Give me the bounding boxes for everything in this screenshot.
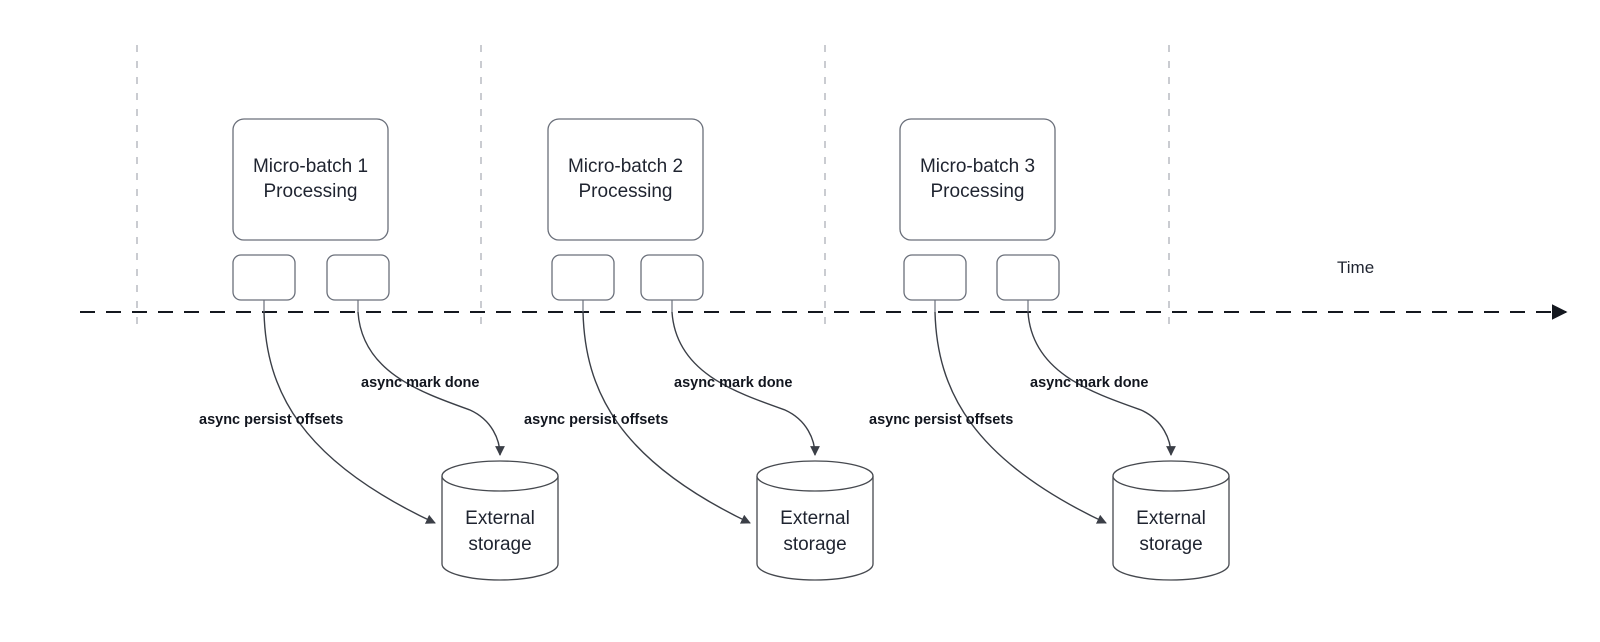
micro-batch-2-mark-done-label: async mark done: [674, 375, 792, 391]
micro-batch-1-task-box-right[interactable]: [326, 254, 390, 301]
micro-batch-1-task-box-left[interactable]: [232, 254, 296, 301]
micro-batch-2-task-box-right[interactable]: [640, 254, 704, 301]
micro-batch-1-label-line2: Processing: [264, 181, 358, 202]
micro-batch-2-persist-offsets-edge: [582, 311, 751, 524]
micro-batch-3-label-line2: Processing: [931, 181, 1025, 202]
micro-batch-3-storage-label-line2: storage: [1139, 534, 1202, 555]
micro-batch-1-mark-done-edge: [357, 311, 505, 456]
micro-batch-3-persist-offsets-label: async persist offsets: [869, 412, 1013, 428]
micro-batch-3-external-storage[interactable]: External storage: [1112, 460, 1230, 581]
micro-batch-3-label-line1: Micro-batch 3: [920, 156, 1035, 177]
micro-batch-3-task-box-right[interactable]: [996, 254, 1060, 301]
micro-batch-group-3: Micro-batch 3 Processing External storag…: [869, 118, 1230, 581]
micro-batch-3-task-box-left[interactable]: [903, 254, 967, 301]
micro-batch-3-mark-done-edge: [1027, 311, 1176, 456]
micro-batch-3-processing-box[interactable]: [899, 118, 1056, 241]
micro-batch-3-mark-done-label: async mark done: [1030, 375, 1148, 391]
micro-batch-group-2: Micro-batch 2 Processing External storag…: [524, 118, 874, 581]
time-axis-label: Time: [1337, 258, 1374, 277]
micro-batch-1-storage-label-line2: storage: [468, 534, 531, 555]
micro-batch-3-persist-offsets-edge: [934, 311, 1107, 524]
micro-batch-2-storage-label-line1: External: [780, 508, 850, 529]
micro-batch-2-processing-box[interactable]: [547, 118, 704, 241]
micro-batch-2-external-storage[interactable]: External storage: [756, 460, 874, 581]
micro-batch-3-storage-label-line1: External: [1136, 508, 1206, 529]
micro-batch-1-storage-label-line1: External: [465, 508, 535, 529]
micro-batch-2-label-line2: Processing: [579, 181, 673, 202]
micro-batch-1-external-storage[interactable]: External storage: [441, 460, 559, 581]
micro-batch-1-processing-box[interactable]: [232, 118, 389, 241]
micro-batch-2-storage-label-line2: storage: [783, 534, 846, 555]
micro-batch-2-task-box-left[interactable]: [551, 254, 615, 301]
micro-batch-2-persist-offsets-label: async persist offsets: [524, 412, 668, 428]
micro-batch-1-persist-offsets-edge: [263, 311, 436, 524]
micro-batch-1-persist-offsets-label: async persist offsets: [199, 412, 343, 428]
micro-batch-group-1: Micro-batch 1 Processing External storag…: [199, 118, 559, 581]
micro-batch-1-mark-done-label: async mark done: [361, 375, 479, 391]
micro-batch-2-mark-done-edge: [671, 311, 820, 456]
time-axis: Time: [80, 258, 1568, 320]
micro-batch-2-label-line1: Micro-batch 2: [568, 156, 683, 177]
micro-batch-1-label-line1: Micro-batch 1: [253, 156, 368, 177]
